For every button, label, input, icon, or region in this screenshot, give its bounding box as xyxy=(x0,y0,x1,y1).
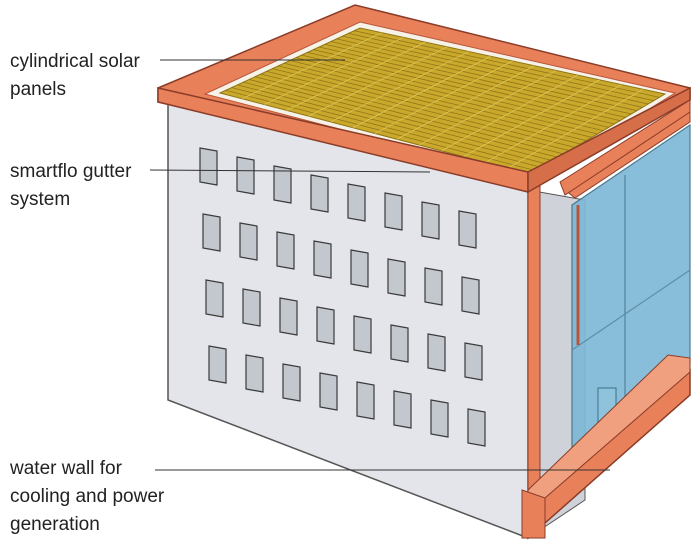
gutter-downpipe xyxy=(527,185,541,516)
facade-window xyxy=(430,399,449,438)
label-gutter-line1: smartflo gutter xyxy=(10,161,132,182)
panel-column-line xyxy=(485,84,622,163)
facade-window xyxy=(461,276,480,315)
facade-window xyxy=(353,315,372,354)
gutter-return xyxy=(559,99,691,196)
label-gutter-line2: system xyxy=(10,189,71,210)
panel-column-line xyxy=(330,51,470,123)
facade-window xyxy=(236,156,255,195)
label-solar-line1: cylindrical solar xyxy=(10,51,140,72)
panel-column-line xyxy=(241,32,382,100)
label-water-line1: water wall for xyxy=(10,458,122,479)
label-water-line3: generation xyxy=(10,514,100,535)
facade-window xyxy=(427,333,446,372)
panel-column-line xyxy=(441,74,579,152)
panel-column-line xyxy=(352,55,491,129)
facade-window xyxy=(424,267,443,306)
facade-window xyxy=(310,174,329,213)
facade-window xyxy=(421,201,440,240)
facade-window xyxy=(245,354,264,393)
label-cylindrical-solar-panels: cylindrical solar panels xyxy=(10,48,140,104)
panel-column-line xyxy=(396,65,535,140)
panel-column-line xyxy=(264,37,404,105)
label-water-line2: cooling and power xyxy=(10,486,165,507)
facade-window xyxy=(393,390,412,429)
facade-window xyxy=(205,279,224,318)
facade-window xyxy=(458,210,477,249)
facade-window xyxy=(313,240,332,279)
panel-column-line xyxy=(507,88,644,169)
facade-window xyxy=(202,213,221,252)
facade-window xyxy=(276,231,295,270)
facade-window xyxy=(273,165,292,204)
panel-column-line xyxy=(463,79,600,157)
solar-panel-cells xyxy=(225,30,660,172)
facade-window xyxy=(384,192,403,231)
panel-column-line xyxy=(308,46,448,117)
facade-windows xyxy=(199,147,486,447)
facade-window xyxy=(347,183,366,222)
facade-window xyxy=(390,324,409,363)
panel-column-line xyxy=(286,41,426,111)
facade-window xyxy=(242,288,261,327)
water-wall-transom xyxy=(571,269,691,351)
label-water-wall: water wall for cooling and power generat… xyxy=(10,455,164,539)
label-smartflo-gutter-system: smartflo gutter system xyxy=(10,158,131,214)
facade-window xyxy=(208,345,227,384)
base-corner xyxy=(521,489,546,539)
panel-column-line xyxy=(419,70,557,146)
panel-column-line xyxy=(374,60,513,134)
facade-window xyxy=(199,147,218,186)
facade-window xyxy=(467,408,486,447)
facade-window xyxy=(279,297,298,336)
facade-window xyxy=(319,372,338,411)
label-solar-line2: panels xyxy=(10,79,66,100)
facade-window xyxy=(387,258,406,297)
facade-window xyxy=(239,222,258,261)
facade-window xyxy=(350,249,369,288)
facade-window xyxy=(282,363,301,402)
facade-window xyxy=(316,306,335,345)
facade-window xyxy=(356,381,375,420)
leader-gutter xyxy=(149,169,431,173)
facade-window xyxy=(464,342,483,381)
